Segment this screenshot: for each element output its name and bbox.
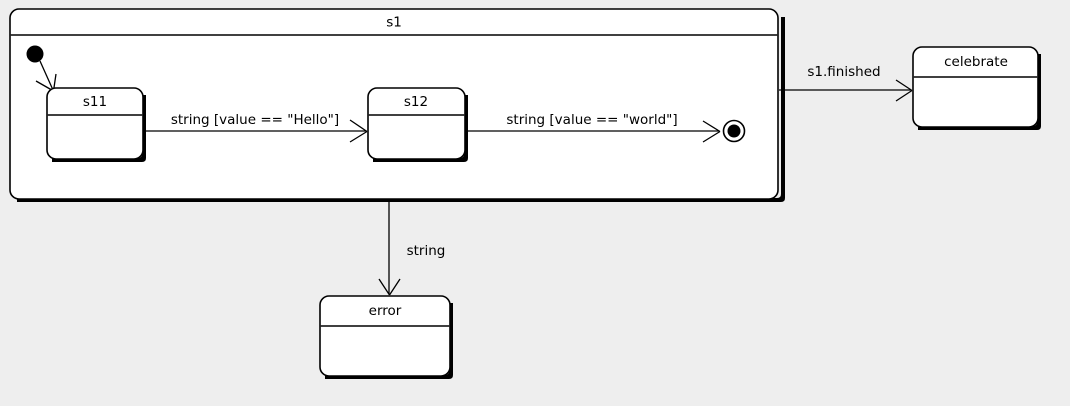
state-s11[interactable]: s11 — [46, 87, 146, 162]
final-state-node[interactable] — [722, 119, 746, 143]
transition-s11-to-s12[interactable]: string [value == "Hello"] — [143, 112, 368, 143]
final-state-inner-disc — [727, 124, 741, 138]
transition-s12-to-final-label: string [value == "world"] — [506, 112, 677, 128]
state-error-body — [319, 295, 451, 377]
initial-state-circle — [26, 45, 44, 63]
transition-s1-to-error-arrowhead — [378, 278, 401, 296]
state-s12-body — [367, 87, 466, 160]
state-s11-body — [46, 87, 144, 160]
transition-s1-to-error[interactable]: string — [378, 200, 446, 296]
transition-s1-to-celebrate-arrowhead — [895, 79, 913, 102]
state-celebrate[interactable]: celebrate — [912, 46, 1041, 130]
composite-state-s1-label: s1 — [386, 15, 402, 31]
state-error-label: error — [369, 303, 402, 319]
state-error[interactable]: error — [319, 295, 453, 379]
transition-s1-to-celebrate[interactable]: s1.finished — [779, 64, 913, 102]
transition-s12-to-final[interactable]: string [value == "world"] — [465, 112, 721, 143]
state-s12-label: s12 — [404, 94, 428, 110]
transition-s1-to-celebrate-label: s1.finished — [807, 64, 880, 80]
transition-initial-to-s11-line — [39, 60, 54, 91]
transition-s12-to-final-arrowhead — [702, 120, 721, 143]
transition-s11-to-s12-label: string [value == "Hello"] — [171, 112, 339, 128]
initial-state-node[interactable] — [26, 45, 44, 63]
state-s11-label: s11 — [83, 94, 107, 110]
state-celebrate-label: celebrate — [944, 54, 1008, 70]
transition-s1-to-error-label: string — [407, 243, 446, 259]
state-celebrate-body — [912, 46, 1039, 128]
transition-s11-to-s12-arrowhead — [349, 119, 368, 143]
state-s12[interactable]: s12 — [367, 87, 468, 162]
